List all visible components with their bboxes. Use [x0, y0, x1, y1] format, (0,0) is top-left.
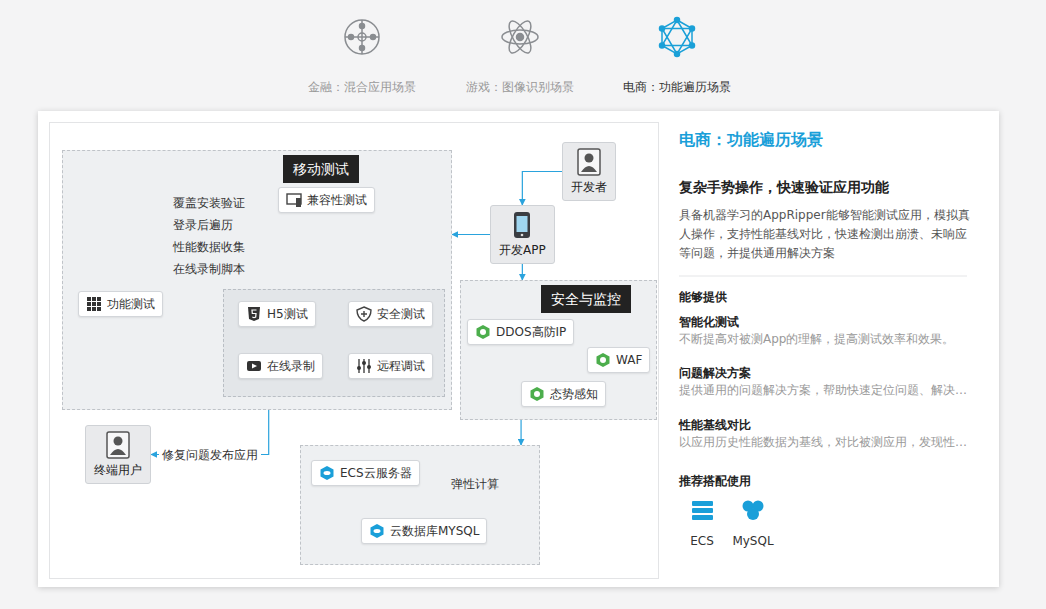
node-text: 兼容性测试 [307, 192, 367, 208]
node-icon [319, 465, 335, 481]
service-box: 云数据库MYSQL [361, 518, 487, 544]
panel-text: 提供通用的问题解决方案，帮助快速定位问题、解决… [679, 382, 967, 398]
service-box: 态势感知 [521, 381, 606, 407]
tab-icon-finance [345, 20, 379, 54]
service-box: 安全测试 [348, 301, 433, 327]
tab-icon-ecommerce [660, 18, 695, 57]
node-text: 开发者 [571, 179, 607, 195]
node-text: 弹性计算 [451, 476, 499, 492]
panel-text: 不断提高对被测App的理解，提高测试效率和效果。 [679, 331, 954, 347]
node-icon [508, 211, 536, 239]
node-icon [595, 352, 611, 368]
panel-text: 性能基线对比 [679, 417, 751, 433]
node-text: 登录后遍历 [173, 217, 233, 233]
flow-arrow [522, 172, 562, 206]
service-box: DDOS高防IP [467, 319, 574, 345]
node-text: 态势感知 [550, 386, 598, 402]
node-text: 开发APP [499, 242, 546, 258]
node-icon [575, 148, 603, 176]
service-box: 兼容性测试 [278, 187, 375, 213]
panel-text: 具备机器学习的AppRipper能够智能测试应用，模拟真人操作，支持性能基线对比… [679, 206, 971, 263]
app-box: 开发APP [490, 205, 555, 264]
group-heading: 安全与监控 [541, 285, 631, 313]
service-box: 功能测试 [78, 291, 163, 317]
test-group: 兼容性测试功能测试安全测试 H5测试远程调试 在线录制 移动测试覆盖安装验证登录后遍历… [62, 150, 452, 410]
panel-text: 能够提供 [679, 289, 727, 305]
node-icon [356, 306, 372, 322]
node-text: 远程调试 [377, 358, 425, 374]
node-icon [86, 296, 102, 312]
panel-text: 问题解决方案 [679, 365, 751, 381]
node-text: 在线录制脚本 [173, 261, 245, 277]
actor-box: 开发者 [562, 142, 616, 201]
product-label: MySQL [732, 533, 773, 549]
mysql-icon [743, 501, 764, 521]
tab-label: 游戏：图像识别场景 [466, 79, 574, 95]
security-group: DDOS高防IP WAF 态势感知 安全与监控 [460, 280, 657, 420]
flow-arrow [452, 234, 490, 235]
panel-text: 智能化测试 [679, 314, 739, 330]
tab-label: 电商：功能遍历场景 [623, 79, 731, 95]
node-text: 云数据库MYSQL [390, 523, 479, 539]
separator-line [679, 276, 967, 277]
node-text: 功能测试 [107, 296, 155, 312]
node-text: WAF [616, 352, 642, 368]
service-box: H5测试 [238, 301, 316, 327]
service-box: 在线录制 [238, 353, 323, 379]
node-icon [246, 306, 262, 322]
tab-label: 金融：混合应用场景 [308, 79, 416, 95]
product-label: ECS [690, 533, 714, 549]
node-text: 终端用户 [94, 462, 142, 478]
compute-group: ECS云服务器云数据库MYSQL 弹性计算 [300, 445, 540, 565]
service-box: 远程调试 [348, 353, 433, 379]
flow-arrow [522, 264, 523, 280]
panel-text: 以应用历史性能数据为基线，对比被测应用，发现性… [679, 434, 967, 450]
node-icon [369, 523, 385, 539]
ecs-icon [692, 501, 713, 520]
node-text: 覆盖安装验证 [173, 195, 245, 211]
node-icon [475, 324, 491, 340]
edge-label: 修复问题发布应用 [159, 447, 261, 463]
node-text: ECS云服务器 [340, 465, 412, 481]
node-text: DDOS高防IP [496, 324, 566, 340]
node-text: 安全测试 [377, 306, 425, 322]
node-icon [529, 386, 545, 402]
service-box: WAF [587, 347, 650, 373]
node-text: 性能数据收集 [173, 239, 245, 255]
service-box: ECS云服务器 [311, 460, 420, 486]
panel-text: 复杂手势操作，快速验证应用功能 [679, 178, 889, 197]
node-icon [286, 192, 302, 208]
node-icon [104, 431, 132, 459]
flow-arrow [520, 420, 521, 445]
tab-icon-game [502, 18, 538, 56]
node-text: 在线录制 [267, 358, 315, 374]
panel-text: 推荐搭配使用 [679, 473, 751, 489]
panel-text: 电商：功能遍历场景 [679, 129, 823, 151]
node-icon [246, 358, 262, 374]
node-icon [356, 358, 372, 374]
group-heading: 移动测试 [283, 155, 359, 183]
actor-box: 终端用户 [85, 425, 151, 484]
node-text: H5测试 [267, 306, 308, 322]
